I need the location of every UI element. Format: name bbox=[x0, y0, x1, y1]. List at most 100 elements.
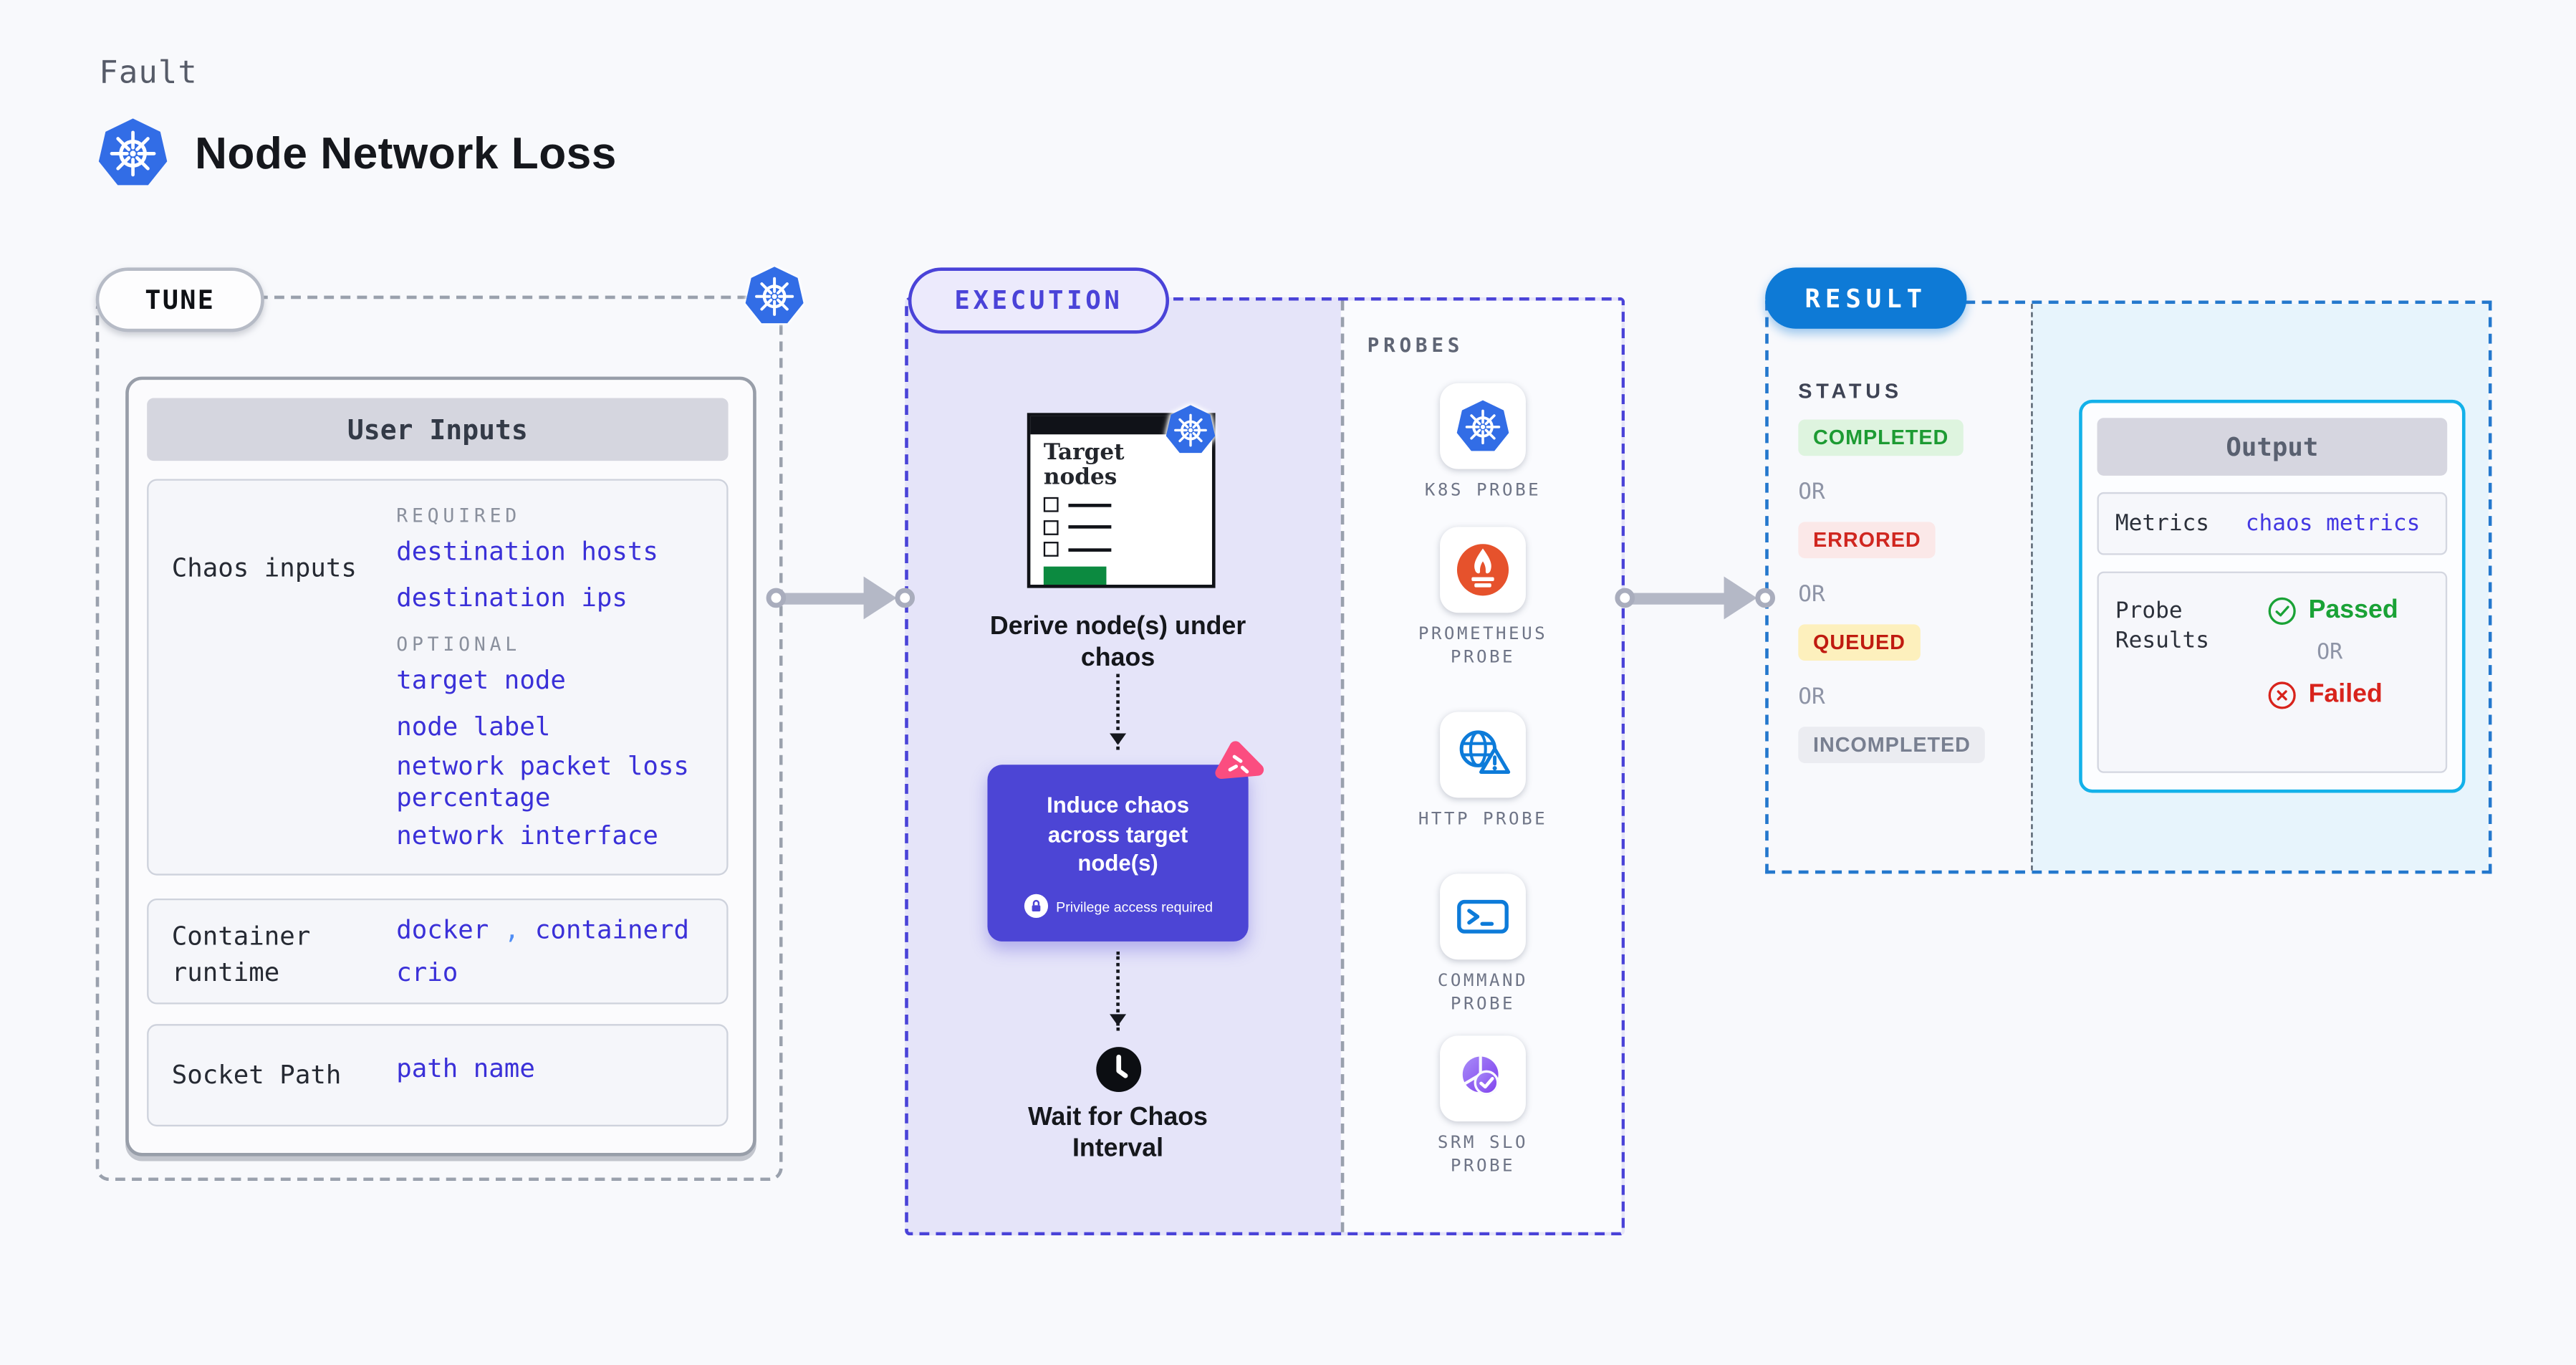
clock-icon bbox=[1095, 1045, 1143, 1093]
kubernetes-icon bbox=[96, 115, 170, 191]
probe-label: SRM SLO PROBE bbox=[1437, 1133, 1529, 1176]
arrow-connector-dot bbox=[1615, 588, 1635, 608]
induce-chaos-title: Induce chaos across target node(s) bbox=[1047, 792, 1190, 876]
or-label: OR bbox=[1798, 581, 1825, 608]
container-runtime-values: docker , containerd crio bbox=[396, 915, 726, 988]
privilege-note-text: Privilege access required bbox=[1056, 897, 1213, 914]
output-title: Output bbox=[2097, 418, 2448, 476]
status-badge-completed: COMPLETED bbox=[1798, 419, 1964, 456]
status-heading: STATUS bbox=[1798, 380, 1903, 403]
node-line bbox=[1068, 525, 1112, 530]
chaos-litmus-icon bbox=[1211, 738, 1265, 792]
execution-section-pill: EXECUTION bbox=[908, 267, 1170, 334]
param-path-name[interactable]: path name bbox=[396, 1053, 535, 1084]
param-containerd[interactable]: containerd bbox=[534, 915, 690, 945]
probe-item-k8s: K8S PROBE bbox=[1344, 383, 1621, 503]
tune-section-pill: TUNE bbox=[95, 267, 264, 332]
node-checkbox-row bbox=[1043, 497, 1199, 513]
x-circle-icon bbox=[2268, 681, 2296, 709]
chaos-inputs-values: REQUIRED destination hosts destination i… bbox=[396, 504, 726, 868]
probe-results-row: Probe Results Passed OR Failed bbox=[2097, 571, 2448, 773]
param-destination-hosts[interactable]: destination hosts bbox=[396, 537, 658, 567]
required-heading: REQUIRED bbox=[396, 504, 522, 527]
progress-bar bbox=[1043, 567, 1107, 585]
checkbox-icon bbox=[1043, 542, 1059, 557]
checkbox-icon bbox=[1043, 519, 1059, 535]
param-network-interface[interactable]: network interface bbox=[396, 821, 658, 852]
fault-kicker: Fault bbox=[99, 54, 198, 91]
status-badge-queued: QUEUED bbox=[1798, 624, 1921, 661]
probe-card bbox=[1440, 1035, 1526, 1122]
arrow-head bbox=[863, 576, 897, 620]
node-line bbox=[1068, 547, 1112, 552]
socket-path-row: Socket Path path name bbox=[147, 1024, 729, 1127]
failed-verdict: Failed bbox=[2267, 681, 2398, 710]
probes-panel: PROBES K8S PROBE PROMETHEUS PROBE HTTP P… bbox=[1340, 300, 1622, 1232]
page-title: Node Network Loss bbox=[195, 128, 617, 178]
execution-section-box: PROBES K8S PROBE PROMETHEUS PROBE HTTP P… bbox=[905, 297, 1625, 1236]
probe-card bbox=[1440, 873, 1526, 960]
probe-item-http: HTTP PROBE bbox=[1344, 712, 1621, 832]
tune-section-box bbox=[95, 295, 783, 1182]
probe-label: K8S PROBE bbox=[1424, 480, 1542, 501]
prometheus-icon bbox=[1456, 544, 1509, 596]
chaos-metrics-link[interactable]: chaos metrics bbox=[2245, 510, 2421, 537]
derive-caption: Derive node(s) under chaos bbox=[989, 613, 1246, 674]
privilege-note: Privilege access required bbox=[987, 894, 1248, 919]
tune-to-execution-arrow bbox=[766, 576, 915, 620]
execution-to-result-arrow bbox=[1615, 576, 1776, 620]
probe-item-srm-slo: SRM SLO PROBE bbox=[1344, 1035, 1621, 1178]
chaos-inputs-label: Chaos inputs bbox=[171, 553, 357, 583]
passed-verdict: Passed bbox=[2267, 596, 2398, 626]
probe-results-label: Probe Results bbox=[2115, 598, 2210, 655]
param-target-node[interactable]: target node bbox=[396, 665, 566, 696]
passed-label: Passed bbox=[2308, 596, 2398, 625]
socket-path-label: Socket Path bbox=[171, 1060, 342, 1091]
target-nodes-window: Target nodes bbox=[1027, 413, 1216, 588]
arrow-head bbox=[1724, 576, 1757, 620]
container-runtime-label: Container runtime bbox=[171, 921, 311, 989]
kubernetes-icon bbox=[743, 264, 806, 329]
result-section-pill: RESULT bbox=[1765, 267, 1967, 329]
param-destination-ips[interactable]: destination ips bbox=[396, 583, 628, 613]
wait-caption: Wait for Chaos Interval bbox=[1028, 1103, 1208, 1164]
probe-item-prometheus: PROMETHEUS PROBE bbox=[1344, 527, 1621, 669]
chaos-inputs-row: Chaos inputs REQUIRED destination hosts … bbox=[147, 479, 729, 876]
http-globe-warning-icon bbox=[1453, 725, 1513, 785]
user-inputs-card: User Inputs Chaos inputs REQUIRED destin… bbox=[125, 376, 756, 1156]
probe-item-command: COMMAND PROBE bbox=[1344, 873, 1621, 1016]
param-node-label[interactable]: node label bbox=[396, 711, 551, 742]
optional-heading: OPTIONAL bbox=[396, 632, 522, 656]
node-checkbox-row bbox=[1043, 519, 1199, 535]
probe-card bbox=[1440, 383, 1526, 469]
result-section-box: STATUS COMPLETED OR ERRORED OR QUEUED OR… bbox=[1765, 300, 2492, 874]
or-label: OR bbox=[2317, 641, 2343, 666]
output-panel: Output Metrics chaos metrics Probe Resul… bbox=[2079, 399, 2466, 793]
lock-icon bbox=[1023, 894, 1048, 919]
arrow-line bbox=[779, 592, 875, 604]
down-arrow bbox=[1109, 951, 1126, 1031]
kubernetes-icon bbox=[1455, 398, 1511, 452]
slo-pie-check-icon bbox=[1453, 1049, 1513, 1108]
target-nodes-title: Target nodes bbox=[1043, 439, 1125, 491]
param-docker[interactable]: docker bbox=[396, 915, 489, 945]
user-inputs-title: User Inputs bbox=[147, 398, 729, 461]
param-crio[interactable]: crio bbox=[396, 957, 458, 987]
param-network-packet-loss-percentage[interactable]: network packet loss percentage bbox=[396, 750, 689, 813]
probes-heading: PROBES bbox=[1367, 333, 1464, 357]
arrow-connector-dot bbox=[766, 588, 787, 608]
probe-label: PROMETHEUS PROBE bbox=[1418, 624, 1548, 667]
or-label: OR bbox=[1798, 479, 1825, 506]
probe-label: COMMAND PROBE bbox=[1437, 971, 1529, 1014]
node-line bbox=[1068, 503, 1112, 507]
check-circle-icon bbox=[2268, 597, 2296, 625]
metrics-row: Metrics chaos metrics bbox=[2097, 492, 2448, 555]
probe-card bbox=[1440, 527, 1526, 613]
status-badge-incompleted: INCOMPLETED bbox=[1798, 727, 1986, 763]
arrow-connector-dot bbox=[1755, 588, 1776, 608]
failed-label: Failed bbox=[2308, 680, 2383, 709]
arrow-line bbox=[1628, 592, 1736, 604]
induce-chaos-box: Induce chaos across target node(s) Privi… bbox=[987, 765, 1249, 942]
checkbox-icon bbox=[1043, 497, 1059, 513]
